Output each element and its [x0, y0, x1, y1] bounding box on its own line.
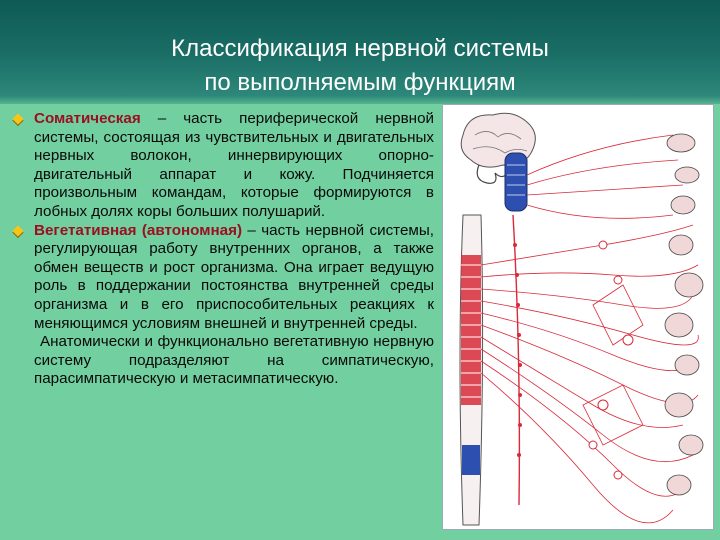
title-bar-edge — [0, 96, 720, 104]
term-vegetative: Вегетативная (автономная) — [34, 221, 243, 239]
ganglia-image — [588, 240, 634, 480]
diamond-bullet-icon — [12, 224, 24, 237]
diamond-bullet-icon — [12, 113, 24, 125]
slide-title-line-2: по выполняемым функциям — [204, 69, 516, 96]
slide-title: Классификация нервной системы по выполня… — [80, 32, 640, 100]
sacral-segment-image — [462, 445, 480, 475]
bullet-item-somatic: Соматическая – часть периферической нерв… — [12, 110, 434, 222]
sympathetic-chain-image — [512, 214, 521, 506]
definition-vegetative: – часть нервной системы, регулирующая ра… — [34, 221, 434, 332]
slide-title-line-1: Классификация нервной системы — [171, 35, 549, 62]
title-bar — [0, 0, 720, 100]
nervous-system-illustration — [442, 104, 714, 530]
sympathetic-segment-image — [461, 255, 481, 405]
brainstem-image — [504, 152, 528, 212]
autonomic-division-paragraph: Анатомически и функционально вегетативну… — [34, 333, 434, 388]
organs-image — [664, 133, 704, 496]
bullet-list: Соматическая – часть периферической нерв… — [12, 110, 434, 389]
definition-somatic: – часть периферической нервной системы, … — [34, 110, 434, 220]
bullet-item-vegetative: Вегетативная (автономная) – часть нервно… — [12, 221, 434, 334]
term-somatic: Соматическая — [34, 110, 141, 127]
nervous-system-diagram-image — [459, 112, 704, 526]
cerebellum-image — [476, 164, 510, 184]
